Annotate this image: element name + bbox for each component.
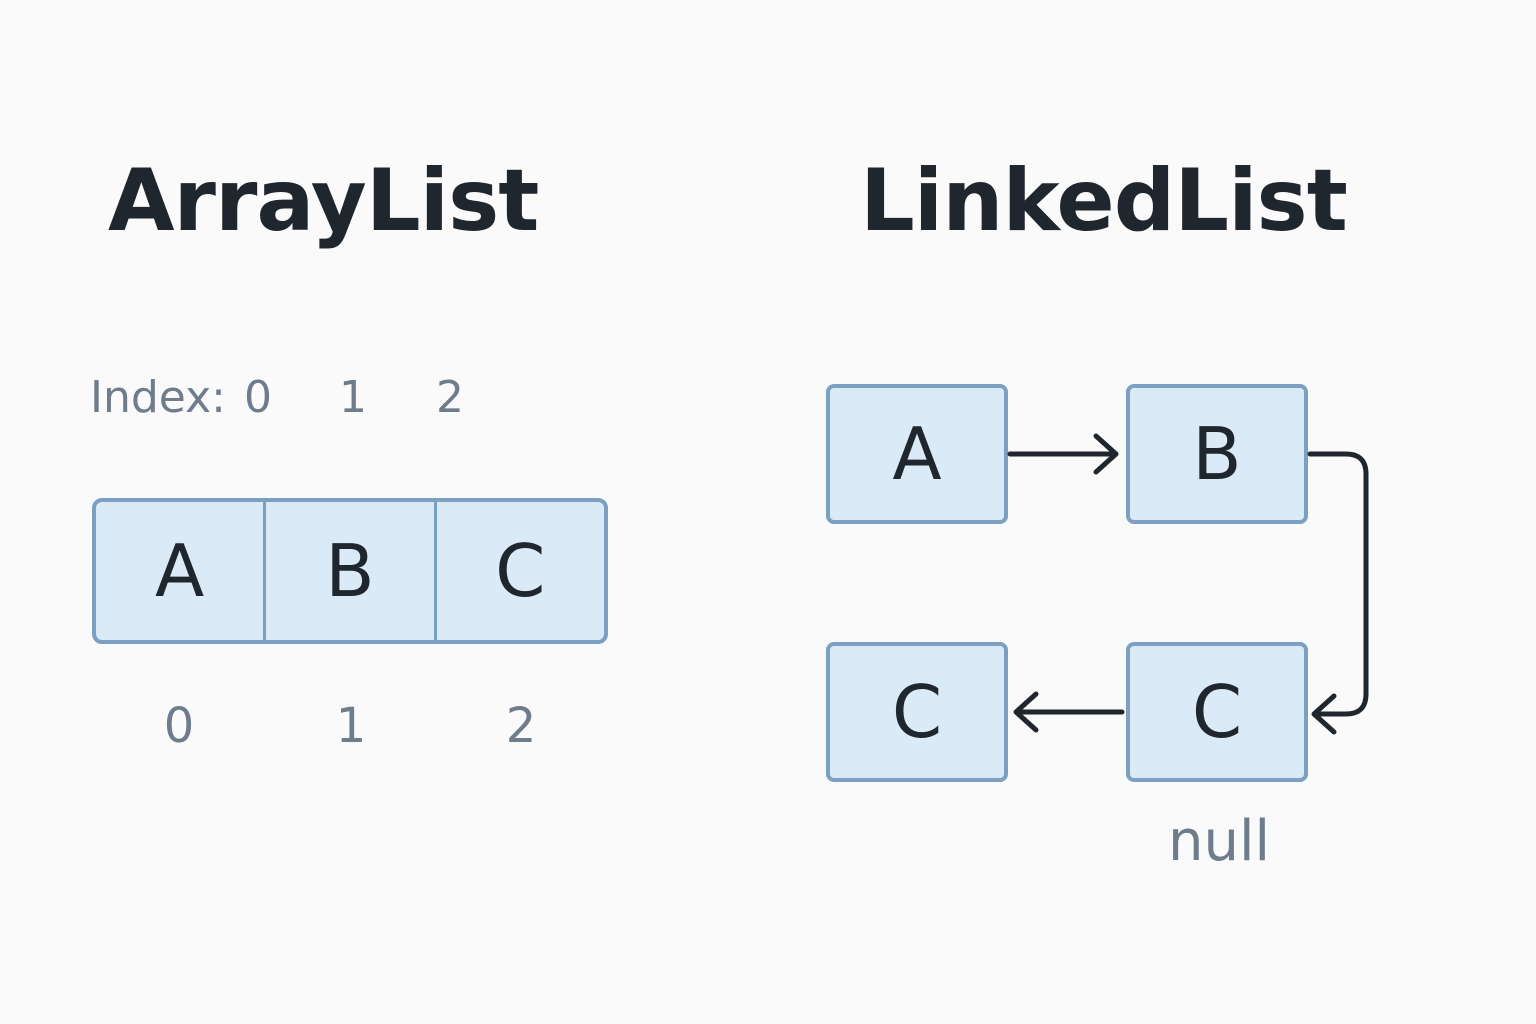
array-cell-2: C xyxy=(433,502,604,640)
top-index-1: 1 xyxy=(339,372,367,423)
array-cell-0: A xyxy=(155,529,205,613)
arrow-a-to-b xyxy=(1007,433,1119,475)
null-label: null xyxy=(1168,809,1271,874)
linkedlist-node-c-left: C xyxy=(826,642,1008,782)
array-cell-1: B xyxy=(263,502,433,640)
bottom-index-2: 2 xyxy=(505,698,537,754)
arraylist-array: A B C xyxy=(92,498,608,644)
bottom-index-0: 0 xyxy=(163,698,195,754)
linkedlist-title: LinkedList xyxy=(860,151,1348,251)
bottom-index-1: 1 xyxy=(335,698,367,754)
top-index-0: 0 xyxy=(244,372,272,423)
linkedlist-node-a: A xyxy=(826,384,1008,524)
arraylist-title: ArrayList xyxy=(108,151,539,251)
linkedlist-node-b: B xyxy=(1126,384,1308,524)
index-label: Index: xyxy=(90,372,226,423)
arrow-b-to-c xyxy=(1307,451,1369,735)
arrow-c-to-c xyxy=(1013,691,1125,733)
top-index-2: 2 xyxy=(436,372,464,423)
linkedlist-node-c-right: C xyxy=(1126,642,1308,782)
